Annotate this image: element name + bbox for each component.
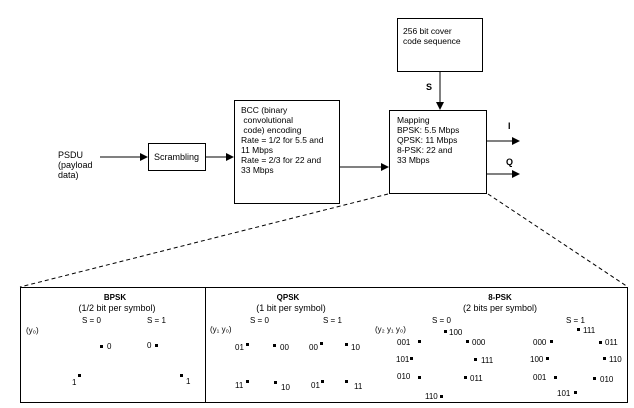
qpsk-s1-label-00: 00 bbox=[309, 343, 318, 352]
bpsk-panel bbox=[20, 287, 206, 403]
8psk-s0-label-100: 100 bbox=[449, 328, 463, 337]
bpsk-s0-label: S = 0 bbox=[82, 316, 101, 325]
8psk-s0-point-110 bbox=[440, 395, 443, 398]
8psk-s0-point-000 bbox=[466, 340, 469, 343]
qpsk-s1-label-01: 01 bbox=[311, 381, 320, 390]
bpsk-title: BPSK bbox=[103, 293, 127, 302]
mapping-block: Mapping BPSK: 5.5 Mbps QPSK: 11 Mbps 8-P… bbox=[389, 110, 487, 194]
qpsk-s0-point-01 bbox=[246, 343, 249, 346]
8psk-subtitle: (2 bits per symbol) bbox=[462, 303, 538, 313]
bpsk-s1-point-0 bbox=[155, 344, 158, 347]
8psk-s1-label-101: 101 bbox=[557, 389, 571, 398]
qpsk-s0-label-11: 11 bbox=[235, 381, 244, 390]
bpsk-s0-label-0: 0 bbox=[107, 342, 112, 351]
8psk-s0-label-011: 011 bbox=[470, 374, 483, 383]
8psk-s0-point-111 bbox=[474, 358, 477, 361]
qpsk-s0-point-00 bbox=[273, 344, 276, 347]
q-output-label: Q bbox=[506, 157, 514, 167]
8psk-s1-point-010 bbox=[593, 377, 596, 380]
8psk-s1-point-000 bbox=[550, 340, 553, 343]
bcc-label: BCC (binary convolutional code) encoding… bbox=[241, 105, 324, 175]
8psk-s1-label: S = 1 bbox=[566, 316, 585, 325]
qpsk-s1-label-11: 11 bbox=[354, 382, 363, 391]
8psk-s0-label-010: 010 bbox=[397, 372, 411, 381]
bpsk-s0-point-1 bbox=[78, 374, 81, 377]
cover-code-label: 256 bit cover code sequence bbox=[403, 26, 461, 46]
8psk-s0-label-110: 110 bbox=[425, 392, 438, 401]
qpsk-s1-label: S = 1 bbox=[323, 316, 342, 325]
8psk-s1-point-110 bbox=[603, 357, 606, 360]
bpsk-subtitle: (1/2 bit per symbol) bbox=[78, 303, 156, 313]
qpsk-s0-label: S = 0 bbox=[250, 316, 269, 325]
psdu-label: PSDU (payload data) bbox=[58, 150, 93, 180]
qpsk-s0-label-01: 01 bbox=[235, 343, 244, 352]
i-output-label: I bbox=[508, 121, 511, 131]
bpsk-s1-label-0: 0 bbox=[147, 341, 152, 350]
8psk-title: 8-PSK bbox=[488, 293, 512, 302]
8psk-s0-point-001 bbox=[418, 340, 421, 343]
s-signal-label: S bbox=[426, 82, 433, 92]
bpsk-s1-point-1 bbox=[180, 374, 183, 377]
qpsk-s0-point-11 bbox=[246, 380, 249, 383]
8psk-s1-label-010: 010 bbox=[600, 375, 614, 384]
8psk-s1-label-110: 110 bbox=[609, 355, 622, 364]
zoom-line-right bbox=[487, 193, 629, 288]
8psk-s0-point-010 bbox=[418, 376, 421, 379]
8psk-s1-label-111: 111 bbox=[583, 326, 596, 335]
bpsk-s1-label: S = 1 bbox=[147, 316, 166, 325]
qpsk-s0-label-00: 00 bbox=[280, 343, 289, 352]
8psk-s0-point-011 bbox=[464, 376, 467, 379]
qpsk-s1-label-10: 10 bbox=[351, 343, 360, 352]
8psk-s1-point-101 bbox=[574, 391, 577, 394]
bcc-encoder-block: BCC (binary convolutional code) encoding… bbox=[234, 100, 340, 204]
8psk-s1-point-100 bbox=[546, 357, 549, 360]
zoom-line-left bbox=[19, 193, 389, 288]
qpsk-s0-point-10 bbox=[274, 381, 277, 384]
qpsk-title: QPSK bbox=[276, 293, 300, 302]
8psk-s0-point-101 bbox=[410, 357, 413, 360]
8psk-s0-label: S = 0 bbox=[432, 316, 451, 325]
mapping-label: Mapping BPSK: 5.5 Mbps QPSK: 11 Mbps 8-P… bbox=[397, 115, 460, 165]
8psk-s1-point-001 bbox=[554, 376, 557, 379]
qpsk-subtitle: (1 bit per symbol) bbox=[256, 303, 326, 313]
8psk-s1-label-000: 000 bbox=[533, 338, 547, 347]
8psk-s0-point-100 bbox=[444, 330, 447, 333]
qpsk-s1-point-00 bbox=[320, 342, 323, 345]
8psk-s0-label-001: 001 bbox=[397, 338, 411, 347]
bpsk-bits-label: (y₀) bbox=[26, 326, 39, 335]
8psk-bits-label: (y₂ y₁ y₀) bbox=[375, 325, 406, 334]
8psk-s1-point-111 bbox=[577, 328, 580, 331]
scrambling-block: Scrambling bbox=[148, 143, 206, 171]
8psk-s1-point-011 bbox=[599, 341, 602, 344]
8psk-s0-label-111: 111 bbox=[481, 356, 494, 365]
bpsk-s0-label-1: 1 bbox=[72, 378, 77, 387]
qpsk-bits-label: (y₁ y₀) bbox=[210, 325, 232, 334]
bpsk-s1-label-1: 1 bbox=[186, 377, 191, 386]
qpsk-s1-point-11 bbox=[345, 380, 348, 383]
8psk-s1-label-001: 001 bbox=[533, 373, 547, 382]
8psk-s0-label-101: 101 bbox=[396, 355, 410, 364]
qpsk-s1-point-10 bbox=[345, 343, 348, 346]
qpsk-s1-point-01 bbox=[321, 380, 324, 383]
8psk-s1-label-100: 100 bbox=[530, 355, 544, 364]
8psk-s0-label-000: 000 bbox=[472, 338, 486, 347]
bpsk-s0-point-0 bbox=[100, 345, 103, 348]
qpsk-s0-label-10: 10 bbox=[281, 383, 290, 392]
8psk-s1-label-011: 011 bbox=[605, 338, 618, 347]
cover-code-block: 256 bit cover code sequence bbox=[397, 18, 483, 72]
scrambling-label: Scrambling bbox=[154, 152, 200, 162]
